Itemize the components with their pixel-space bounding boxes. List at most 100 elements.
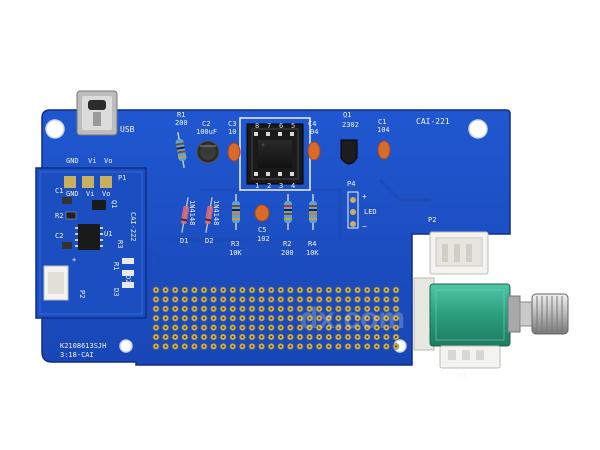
batch-code-1: K2108613SJH [60,342,106,350]
perf-hole [193,335,196,339]
perf-hole [337,345,340,348]
sub-connector-p2 [43,265,69,301]
perf-hole [231,326,234,329]
sub-header-pads [64,176,112,188]
sub-leds [122,258,134,288]
perf-hole [164,345,167,348]
perf-hole [337,288,340,292]
diode-d2 [204,197,214,233]
perf-hole [222,288,225,292]
perf-hole [260,298,263,301]
perf-hole [298,345,302,348]
perf-hole [154,288,158,292]
c3-ref: C3 [228,120,236,128]
capacitor-c4 [307,141,321,161]
perf-hole [212,298,215,301]
perf-hole [174,345,177,348]
perf-hole [222,335,225,339]
perf-hole [222,298,225,301]
r2-ref: R2 [283,240,291,248]
sub-plus: + [72,256,76,264]
perf-hole [193,326,196,329]
r2-value: 200 [281,249,294,257]
sub-vo-label: Vo [102,190,110,198]
perf-hole [289,317,292,320]
resistor-r1 [175,132,187,168]
perf-hole [308,288,311,292]
perf-hole [356,288,359,292]
perf-hole [222,345,225,348]
perf-hole [385,317,388,320]
perf-hole [260,288,263,292]
perf-hole [250,298,254,301]
diode-d1 [180,197,190,233]
perf-hole [154,307,158,310]
perf-hole [250,317,254,320]
perf-hole [385,298,388,301]
perf-hole [394,288,398,292]
capacitor-c5 [254,204,270,222]
perf-hole [327,326,330,329]
perf-hole [346,326,350,329]
resistor-r3 [232,194,240,230]
perf-hole [394,326,398,329]
perf-hole [260,317,263,320]
perf-hole [337,298,340,301]
pad [350,197,356,203]
perf-hole [241,307,244,310]
sub-c2-label: C2 [55,232,63,240]
connector-p2 [429,231,489,275]
led-header-p4 [347,191,359,229]
perf-hole [318,288,321,292]
perf-hole [212,317,215,320]
perf-hole [222,317,225,320]
sub-vi-label: Vi [86,190,94,198]
smd-cap [62,242,72,249]
perf-hole [346,298,350,301]
usb-label: USB [120,125,135,134]
main-board [41,109,511,366]
perf-hole [346,335,350,339]
sub-r2-label: R2 [55,212,63,220]
perf-hole [250,288,254,292]
sub-c1-label: C1 [55,187,63,195]
perf-hole [318,335,321,339]
ic-pin-1: 1 [255,182,259,190]
perf-hole [308,317,311,320]
ic-pin-5: 5 [291,122,295,130]
perf-hole [212,307,215,310]
perf-hole [375,307,378,310]
perf-hole [298,326,302,329]
perf-hole [308,345,311,348]
perf-hole [346,307,350,310]
perf-hole [260,335,263,339]
perf-hole [375,335,378,339]
connector-p3 [439,345,501,369]
perf-hole [183,307,186,310]
q1-value: 2302 [342,121,359,129]
perf-hole [366,326,369,329]
perf-hole [154,335,158,339]
perf-hole [270,288,273,292]
sub-d2-label: D2 [124,275,132,283]
perf-hole [385,345,388,348]
perf-hole [231,307,234,310]
perf-hole [298,335,302,339]
smd-resistor [65,211,77,220]
mount-hole [468,119,488,139]
perf-hole [289,335,292,339]
perf-hole [346,288,350,292]
perf-hole [375,317,378,320]
c5-value: 102 [257,235,270,243]
perf-hole [174,317,177,320]
d2-value: 1N4148 [212,200,220,225]
perf-hole [289,326,292,329]
perf-hole [241,335,244,339]
r1-value: 200 [175,119,188,127]
perf-hole [289,345,292,348]
perf-hole [212,288,215,292]
watermark: dx.com [300,302,405,335]
usb-connector [76,90,118,136]
r3-ref: R3 [231,240,239,248]
